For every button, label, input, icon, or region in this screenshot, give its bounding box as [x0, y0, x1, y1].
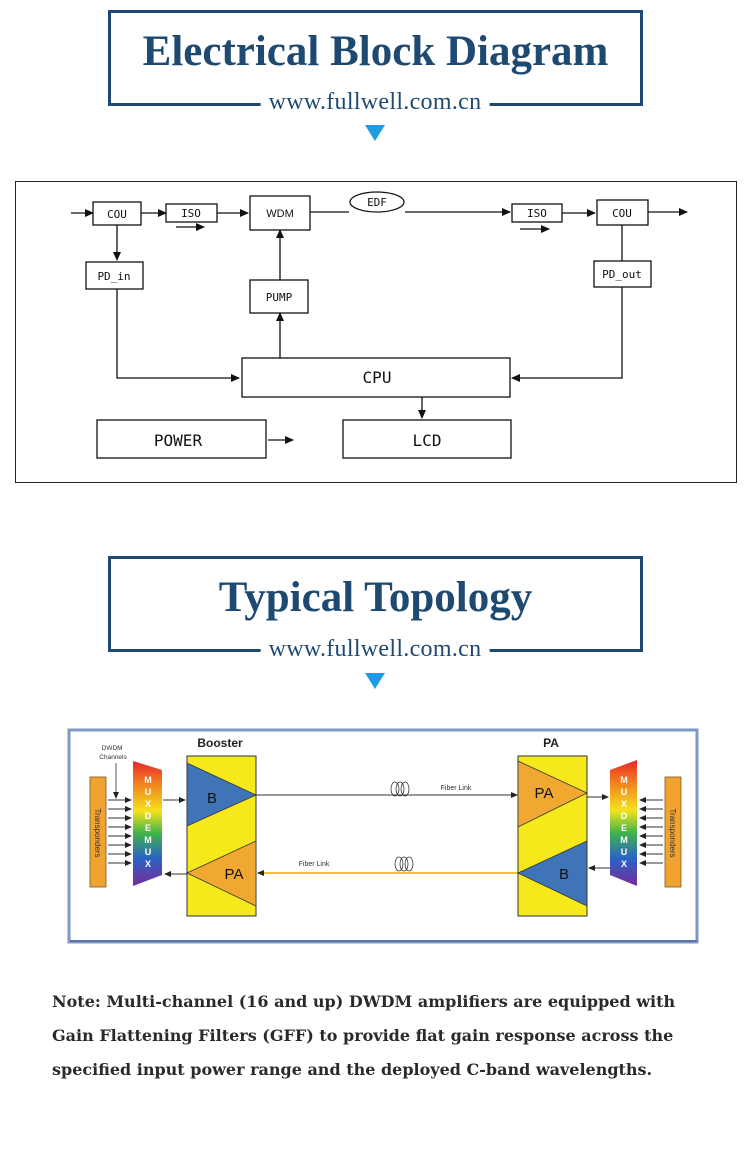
- pa-b-label: B: [559, 866, 569, 883]
- mux-letter: M: [620, 775, 628, 785]
- mux-letter: X: [621, 859, 627, 869]
- pd-in-box: [85, 261, 144, 290]
- website-url-2: www.fullwell.com.cn: [260, 636, 490, 663]
- dwdm-channels-label: DWDM Channels: [99, 745, 127, 761]
- mux-letter: U: [621, 847, 628, 857]
- mux-letter: X: [145, 799, 151, 809]
- transponders-left-label: Transponders: [93, 808, 102, 857]
- cou-out-label: COU: [612, 207, 632, 220]
- section-title-electrical: Electrical Block Diagram: [142, 27, 609, 75]
- pd-out-label: PD_out: [602, 268, 642, 281]
- edf-label: EDF: [367, 196, 387, 209]
- power-box: [96, 419, 267, 459]
- cpu-box: [241, 357, 511, 398]
- cpu-label: CPU: [363, 368, 392, 387]
- pump-label: PUMP: [266, 291, 293, 304]
- lcd-box: [342, 419, 512, 459]
- pa-pa-label: PA: [535, 785, 554, 802]
- dwdm-line-2: Channels: [99, 754, 127, 761]
- booster-pa-triangle: [186, 840, 257, 907]
- iso-in-box: [165, 203, 218, 223]
- iso-out-box: [511, 203, 563, 223]
- booster-b-label: B: [207, 790, 217, 807]
- fiber-coil-bottom-icon: [394, 856, 414, 872]
- mux-letter: M: [144, 835, 152, 845]
- cou-in-box: [92, 201, 142, 226]
- mux-letter: M: [144, 775, 152, 785]
- pump-box: [249, 279, 309, 314]
- mux-letter: E: [145, 823, 151, 833]
- mux-letter: U: [145, 787, 152, 797]
- mux-letter: X: [621, 799, 627, 809]
- mux-letter: X: [145, 859, 151, 869]
- pd-out-box: [593, 260, 652, 288]
- mux-letter: U: [145, 847, 152, 857]
- wdm-label: WDM: [266, 208, 294, 220]
- pa-title: PA: [543, 736, 559, 750]
- dwdm-note: Note: Multi-channel (16 and up) DWDM amp…: [52, 992, 676, 1079]
- booster-b-triangle: [186, 762, 257, 827]
- booster-title: Booster: [197, 736, 243, 750]
- edf-ellipse: [349, 191, 405, 213]
- power-label: POWER: [154, 431, 203, 450]
- iso-in-label: ISO: [181, 207, 201, 220]
- down-arrow-icon: [365, 125, 385, 141]
- mux-letter: U: [621, 787, 628, 797]
- iso-out-label: ISO: [527, 207, 547, 220]
- cou-out-box: [596, 199, 649, 226]
- pd-in-label: PD_in: [97, 270, 130, 283]
- section-title-topology: Typical Topology: [218, 573, 533, 621]
- booster-pa-label: PA: [225, 866, 244, 883]
- lcd-label: LCD: [413, 431, 442, 450]
- cou-in-label: COU: [107, 208, 127, 221]
- mux-letter: D: [145, 811, 152, 821]
- fiber-link-bottom-label: Fiber Link: [299, 861, 330, 868]
- fiber-link-top-label: Fiber Link: [441, 785, 472, 792]
- mux-demux-left: [133, 761, 162, 886]
- transponders-right: [664, 776, 682, 888]
- electrical-block-diagram: COU ISO WDM EDF ISO COU PD_in PD_out PUM…: [15, 181, 737, 483]
- fiber-coil-top-icon: [390, 781, 410, 797]
- transponders-left: [89, 776, 107, 888]
- mux-letter: M: [620, 835, 628, 845]
- mux-letter: D: [621, 811, 628, 821]
- down-arrow-icon: [365, 673, 385, 689]
- mux-demux-right: [610, 760, 637, 886]
- website-url-1: www.fullwell.com.cn: [260, 89, 490, 116]
- transponders-right-label: Transponders: [668, 808, 677, 857]
- wdm-box: [249, 195, 311, 231]
- mux-letter: E: [621, 823, 627, 833]
- pa-b-triangle: [517, 840, 588, 907]
- dwdm-line-1: DWDM: [102, 745, 123, 752]
- pa-pa-triangle: [517, 760, 588, 828]
